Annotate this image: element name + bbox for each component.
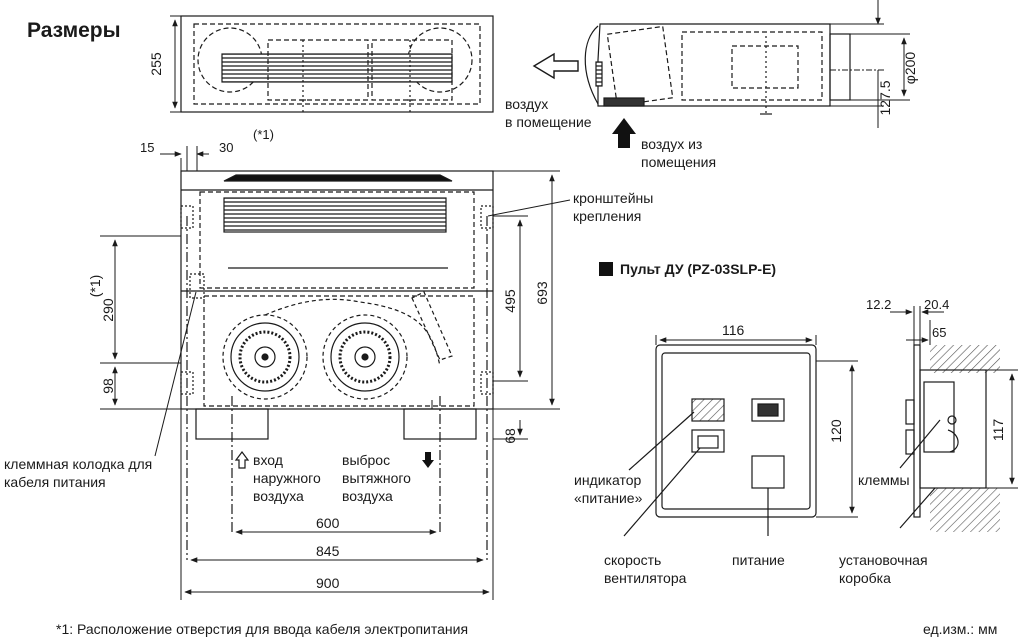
mount-box-label-2: коробка — [839, 570, 891, 586]
note-ref-top: (*1) — [253, 127, 274, 142]
dim-255-line — [170, 15, 181, 113]
air-out-arrow-icon — [532, 52, 579, 80]
dim-30: 30 — [219, 140, 234, 155]
terminal-label-1: клеммная колодка для — [4, 456, 153, 472]
dim-495: 495 — [502, 289, 518, 313]
air-in-label-2: помещения — [641, 154, 717, 170]
side-view — [584, 23, 851, 115]
dim-98: 98 — [100, 378, 116, 394]
dim-68: 68 — [502, 428, 518, 444]
remote-side-dim-lines — [890, 306, 1018, 489]
indicator-label-2: «питание» — [574, 490, 643, 506]
air-out-label-2: в помещение — [505, 114, 592, 130]
front-view — [180, 170, 494, 560]
inlet-label-2: наружного — [253, 470, 321, 486]
power-label: питание — [732, 552, 785, 568]
remote-title-square-icon — [599, 262, 613, 276]
footnote: *1: Расположение отверстия для ввода каб… — [56, 621, 469, 637]
dim-116: 116 — [722, 322, 745, 338]
indicator-label-1: индикатор — [574, 472, 642, 488]
fan-speed-label-1: скорость — [604, 552, 662, 568]
front-dim-lines — [100, 146, 571, 600]
wall-hatch-top — [930, 345, 1000, 373]
mount-box-label-1: установочная — [839, 552, 928, 568]
inlet-label-1: вход — [253, 452, 283, 468]
wall-hatch-bottom — [930, 488, 1000, 532]
exhaust-label-3: воздуха — [342, 488, 393, 504]
dim-845: 845 — [316, 543, 340, 559]
inlet-label-3: воздуха — [253, 488, 304, 504]
dim-693: 693 — [534, 281, 550, 305]
dim-255: 255 — [148, 52, 164, 76]
dim-127-5: 127.5 — [877, 80, 893, 116]
units-note: ед.изм.: мм — [923, 621, 998, 637]
dim-900: 900 — [316, 575, 340, 591]
exhaust-label-2: вытяжного — [342, 470, 411, 486]
exhaust-arrow-icon — [422, 452, 434, 468]
remote-title: Пульт ДУ (PZ-03SLP-E) — [620, 261, 777, 277]
remote-side — [899, 344, 987, 529]
remote-front — [623, 344, 817, 537]
brackets-label-1: кронштейны — [573, 190, 654, 206]
dim-290: 290 — [100, 298, 116, 322]
dim-15: 15 — [140, 140, 155, 155]
exhaust-label-1: выброс — [342, 452, 391, 468]
dim-phi200: φ200 — [902, 51, 918, 85]
dim-120: 120 — [828, 419, 844, 443]
air-in-arrow-icon — [612, 118, 636, 148]
page-title: Размеры — [27, 19, 121, 42]
dim-12-2: 12.2 — [866, 297, 892, 312]
terminal-label-2: кабеля питания — [4, 474, 106, 490]
dim-20-4: 20.4 — [924, 297, 950, 312]
terminals-label: клеммы — [858, 472, 910, 488]
fan-speed-label-2: вентилятора — [604, 570, 687, 586]
air-out-label-1: воздух — [505, 96, 549, 112]
dim-117: 117 — [990, 418, 1006, 442]
brackets-label-2: крепления — [573, 208, 642, 224]
dim-phi200-line — [830, 0, 910, 128]
remote-dim-lines — [655, 335, 858, 518]
dim-65: 65 — [932, 325, 947, 340]
dim-600: 600 — [316, 515, 340, 531]
top-view — [180, 15, 494, 113]
air-in-label-1: воздух из — [641, 136, 703, 152]
inlet-arrow-icon — [234, 451, 250, 469]
